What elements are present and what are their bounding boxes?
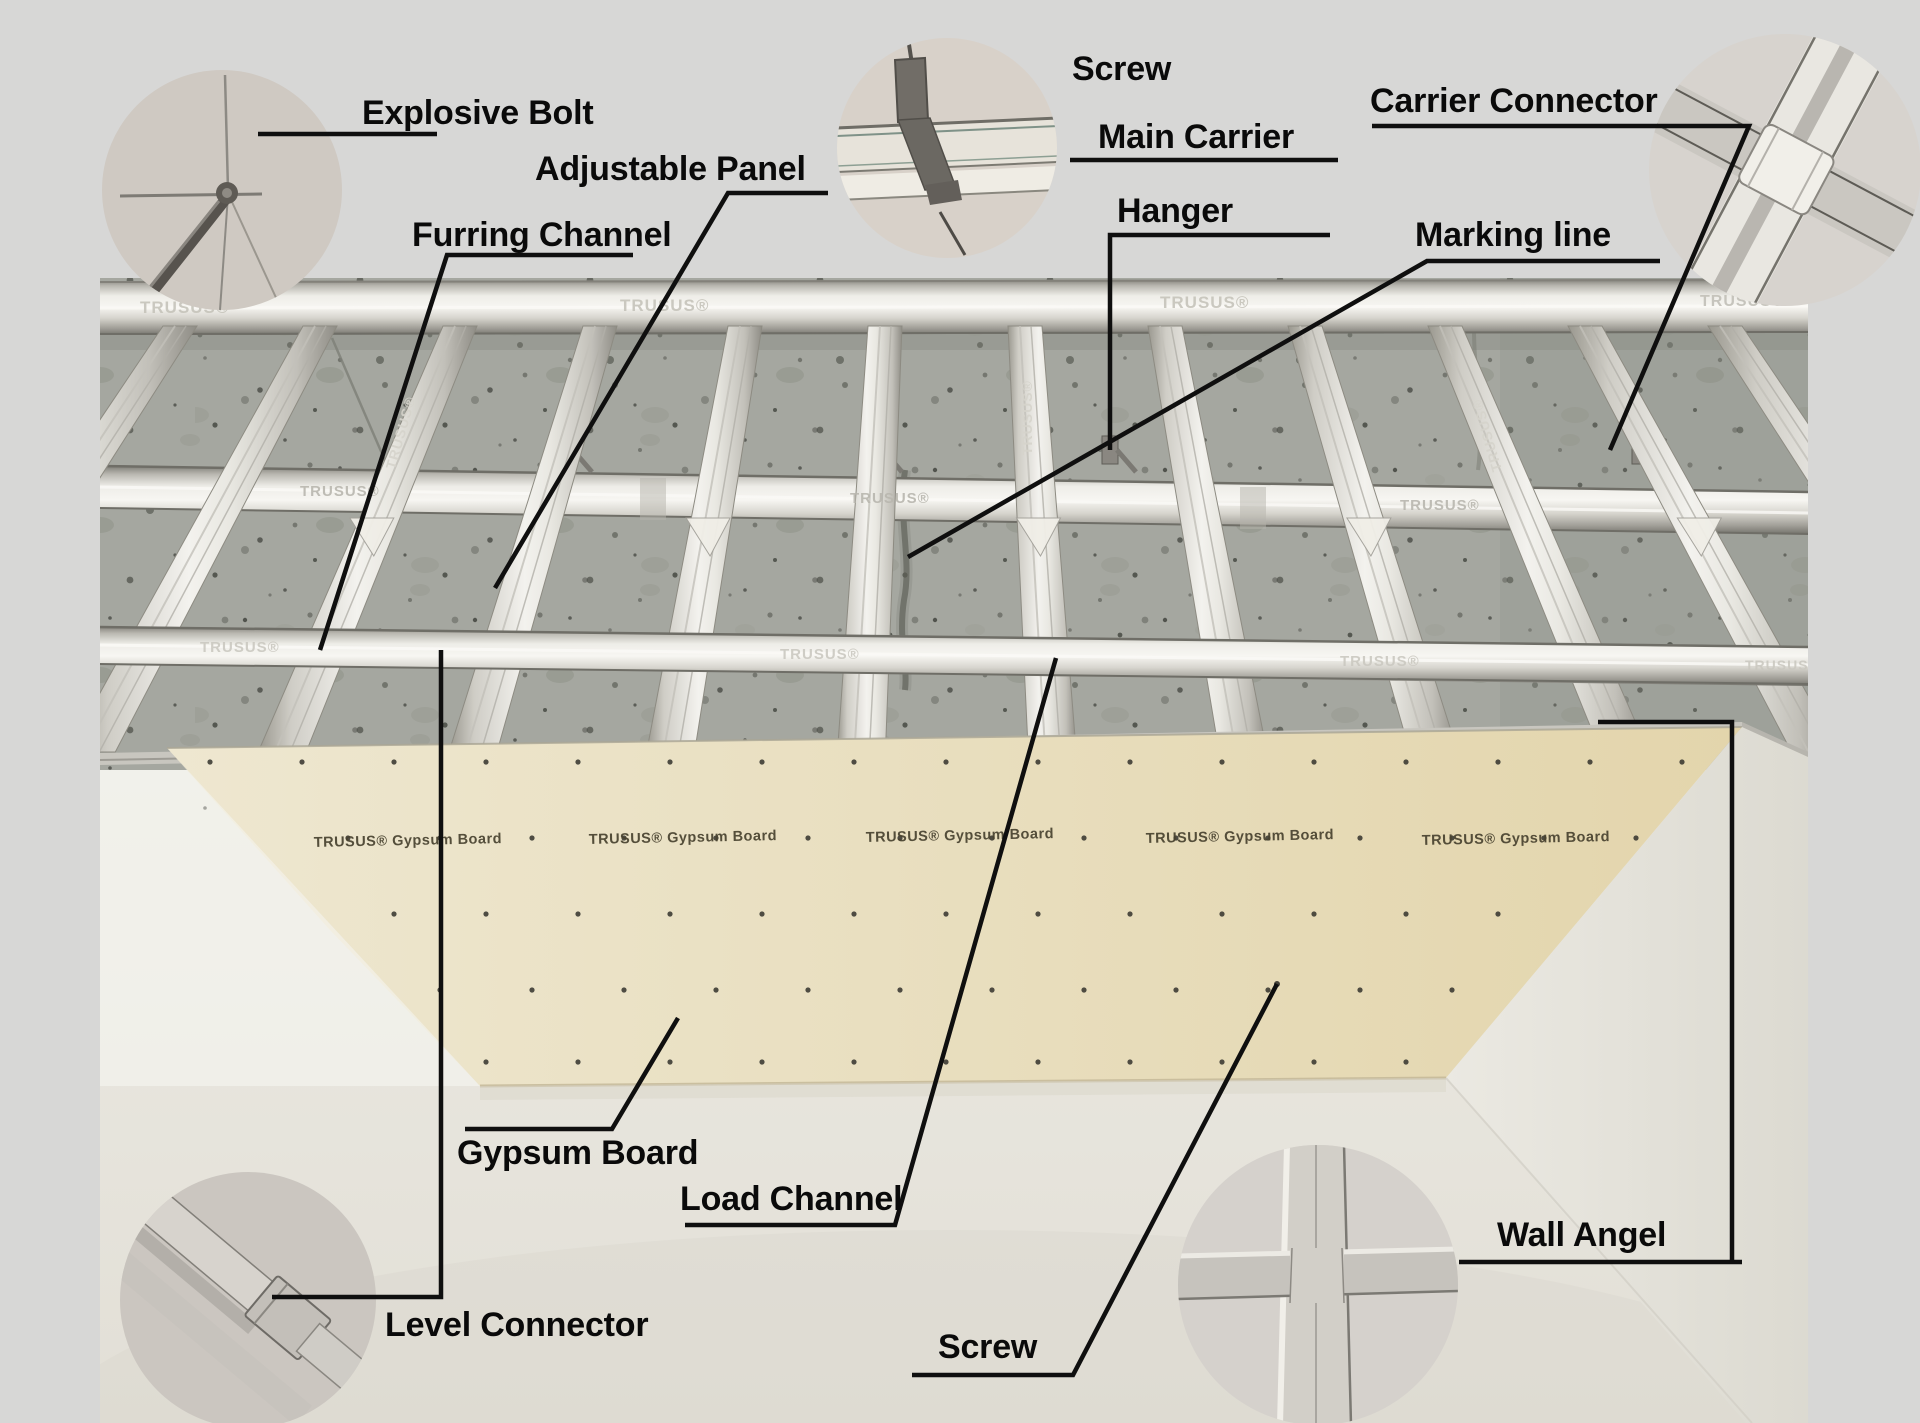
label-load-channel: Load Channel xyxy=(680,1180,903,1218)
board-stamp: TRUSUS® Gypsum Board xyxy=(1146,827,1335,847)
right-wall xyxy=(1445,727,1808,1423)
board-stamp: TRUSUS® Gypsum Board xyxy=(1422,829,1611,849)
screw-dots xyxy=(207,759,1685,1065)
inset-screw-hanger-detail xyxy=(837,38,1057,258)
brand-marking: TRUSUS® xyxy=(300,483,380,500)
leader-hanger xyxy=(1107,232,1330,450)
label-adjustable-panel: Adjustable Panel xyxy=(535,150,806,188)
label-main-carrier: Main Carrier xyxy=(1098,118,1295,156)
brand-marking: TRUSUS® xyxy=(1745,657,1820,673)
label-wall-angel: Wall Angel xyxy=(1497,1216,1667,1254)
leader-gypsum-board xyxy=(465,1016,680,1132)
brand-marking: TRUSUS® xyxy=(1019,380,1035,455)
left-wall-highlight xyxy=(100,748,480,1086)
brand-marking: TRUSUS® xyxy=(1160,293,1249,312)
brand-marking: TRUSUS® xyxy=(1340,653,1420,670)
brand-marking: TRUSUS® xyxy=(1400,497,1480,514)
inset-carrier-connector-detail xyxy=(1649,34,1920,306)
leader-adjustable-panel xyxy=(493,190,828,590)
inset-explosive-bolt-detail xyxy=(102,70,342,310)
leader-wall-angel xyxy=(1598,719,1735,1262)
panel-bracket xyxy=(1676,517,1723,557)
gypsum-board: TRUSUS® Gypsum Board TRUSUS® Gypsum Boar… xyxy=(166,726,1743,1100)
leader-level-connector xyxy=(272,650,444,1300)
panel-bracket xyxy=(685,517,731,557)
brand-marking: TRUSUS® xyxy=(850,490,930,507)
main-carrier-band-top xyxy=(100,279,1808,335)
label-explosive-bolt: Explosive Bolt xyxy=(362,94,594,132)
label-hanger: Hanger xyxy=(1117,192,1233,230)
leader-carrier-connector xyxy=(1372,123,1753,451)
label-marking-line: Marking line xyxy=(1415,216,1611,254)
label-screw-bottom: Screw xyxy=(938,1328,1038,1366)
leader-load-channel xyxy=(685,657,1059,1228)
leader-furring-channel xyxy=(317,252,633,651)
label-gypsum-board: Gypsum Board xyxy=(457,1134,699,1172)
leader-lines xyxy=(258,123,1753,1378)
brand-marking: TRUSUS® xyxy=(780,646,860,663)
panel-bracket xyxy=(1345,517,1392,557)
leader-screw-bottom xyxy=(912,982,1279,1378)
board-stamp: TRUSUS® Gypsum Board xyxy=(589,828,778,848)
label-furring-channel: Furring Channel xyxy=(412,216,672,254)
label-level-connector: Level Connector xyxy=(385,1306,649,1344)
inset-wall-angle-cross-detail xyxy=(1178,1145,1458,1423)
furring-channel-strip xyxy=(1707,325,1808,483)
panel-bracket xyxy=(1015,517,1062,557)
label-carrier-connector: Carrier Connector xyxy=(1370,82,1658,120)
brand-marking: TRUSUS® xyxy=(200,639,280,656)
adjustable-panel-brackets xyxy=(348,517,1723,557)
board-stamps: TRUSUS® Gypsum Board TRUSUS® Gypsum Boar… xyxy=(314,826,1611,851)
label-screw-top: Screw xyxy=(1072,50,1172,88)
board-stamp: TRUSUS® Gypsum Board xyxy=(314,831,503,851)
leader-marking-line xyxy=(906,258,1660,559)
load-channel-band xyxy=(100,625,1808,686)
